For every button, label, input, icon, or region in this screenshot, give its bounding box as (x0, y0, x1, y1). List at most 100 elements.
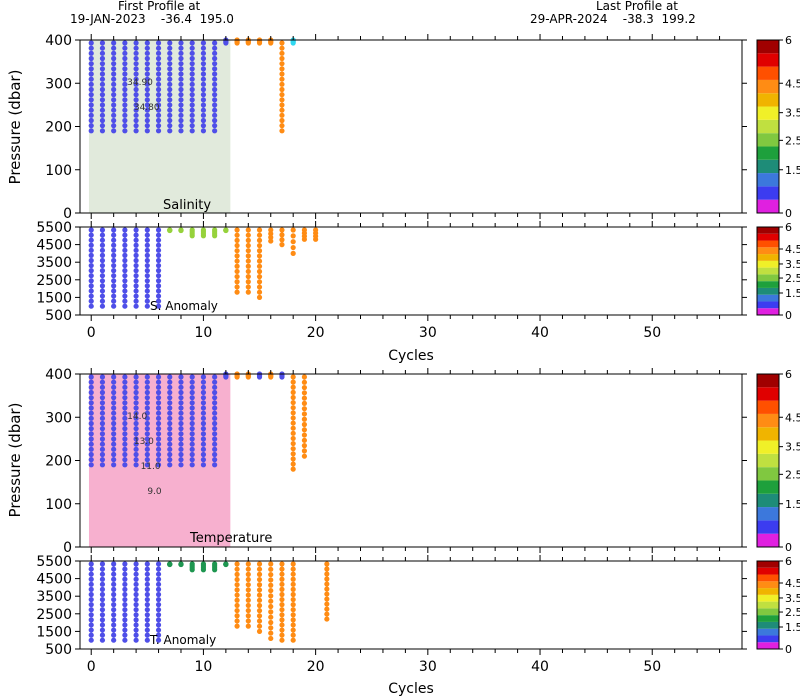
profile-point (155, 293, 162, 299)
profile-point (155, 66, 162, 72)
profile-point (155, 45, 162, 51)
profile-point (122, 92, 128, 98)
profile-point (144, 123, 150, 129)
profile-point (167, 128, 173, 134)
profile-point (245, 613, 251, 619)
colorbar-tick-label: 3.5 (785, 592, 800, 605)
profile-point (324, 586, 330, 592)
profile-point (200, 451, 207, 458)
profile-point (178, 40, 184, 46)
profile-point (111, 257, 117, 264)
profile-point (155, 112, 162, 118)
profile-point (256, 284, 263, 290)
profile-point (122, 441, 128, 447)
profile-point (122, 395, 128, 401)
profile-point (88, 303, 94, 309)
profile-cycle-15 (256, 227, 263, 300)
profile-point (178, 76, 184, 82)
colorbar-tick-label: 1.5 (785, 164, 800, 177)
profile-point (290, 632, 296, 638)
plot-frame (79, 560, 743, 650)
profile-point (256, 232, 263, 238)
profile-point (178, 112, 184, 118)
profile-point (144, 637, 150, 643)
profile-cycle-0 (88, 374, 94, 468)
y-tick-label: 4500 (36, 238, 72, 254)
y-axis-label: Pressure (dbar) (6, 70, 24, 185)
profile-point (122, 288, 128, 294)
profile-point (268, 561, 274, 567)
profile-point (245, 273, 251, 280)
profile-point (133, 561, 139, 567)
profile-point (245, 607, 251, 614)
colorbar-swatch (757, 260, 779, 268)
profile-cycle-19 (301, 227, 308, 242)
profile-point (99, 298, 106, 304)
profile-point (234, 279, 240, 285)
profile-point (167, 123, 173, 129)
profile-cycle-4 (133, 374, 139, 468)
profile-point (212, 123, 218, 129)
profile-point (301, 411, 308, 417)
profile-point (167, 97, 173, 103)
profile-point (99, 462, 106, 468)
colorbar-swatch (757, 400, 779, 414)
colorbar-tick-label: 0 (785, 643, 792, 656)
profile-point (111, 61, 117, 67)
colorbar-swatch (757, 247, 779, 255)
profile-cycle-21 (324, 561, 330, 622)
profile-point (189, 389, 195, 396)
profile-cycle-10 (200, 40, 207, 134)
profile-cycle-3 (122, 374, 128, 468)
profile-point (155, 117, 162, 124)
profile-point (212, 117, 218, 124)
profile-point (301, 448, 308, 454)
profile-point (256, 613, 263, 619)
profile-cycle-18 (290, 227, 296, 256)
profile-point (301, 384, 308, 391)
profile-point (111, 451, 117, 458)
profile-point (88, 117, 94, 124)
colorbar-tick-label: 0 (785, 309, 792, 322)
profile-point (212, 451, 218, 458)
profile-point (144, 602, 150, 608)
first-profile-label: First Profile at (118, 0, 201, 13)
y-tick-label: 3500 (36, 255, 72, 271)
profile-point (133, 637, 139, 643)
profile-point (234, 582, 240, 588)
profile-point (245, 597, 251, 603)
profile-point (122, 262, 128, 269)
profile-point (88, 379, 94, 385)
profile-point (155, 232, 162, 238)
profile-point (212, 441, 218, 447)
profile-point (144, 117, 150, 124)
profile-cycle-12 (223, 227, 229, 234)
contour-label: 9.0 (147, 487, 162, 497)
profile-point (155, 632, 162, 638)
profile-point (245, 227, 251, 233)
colorbar: 01.52.53.54.56 (756, 555, 800, 656)
profile-point (88, 462, 94, 468)
profile-point (88, 384, 94, 390)
profile-point (111, 242, 117, 248)
profile-point (122, 252, 128, 258)
profile-point (279, 66, 285, 72)
profile-point (144, 389, 150, 396)
profile-point (324, 571, 330, 577)
profile-point (200, 102, 207, 108)
profile-point (178, 128, 184, 134)
profile-point (268, 630, 274, 636)
y-tick-label: 300 (45, 76, 72, 92)
profile-point (88, 107, 94, 113)
profile-point (99, 71, 106, 77)
profile-point (133, 298, 139, 304)
profile-point (155, 97, 162, 103)
profile-point (245, 602, 251, 609)
colorbar-swatch (757, 608, 779, 616)
panel-title: Temperature (189, 531, 272, 546)
colorbar: 01.52.53.54.56 (756, 34, 800, 220)
profile-point (144, 257, 150, 264)
profile-point (144, 55, 150, 62)
contour-label: 14.0 (127, 412, 147, 422)
